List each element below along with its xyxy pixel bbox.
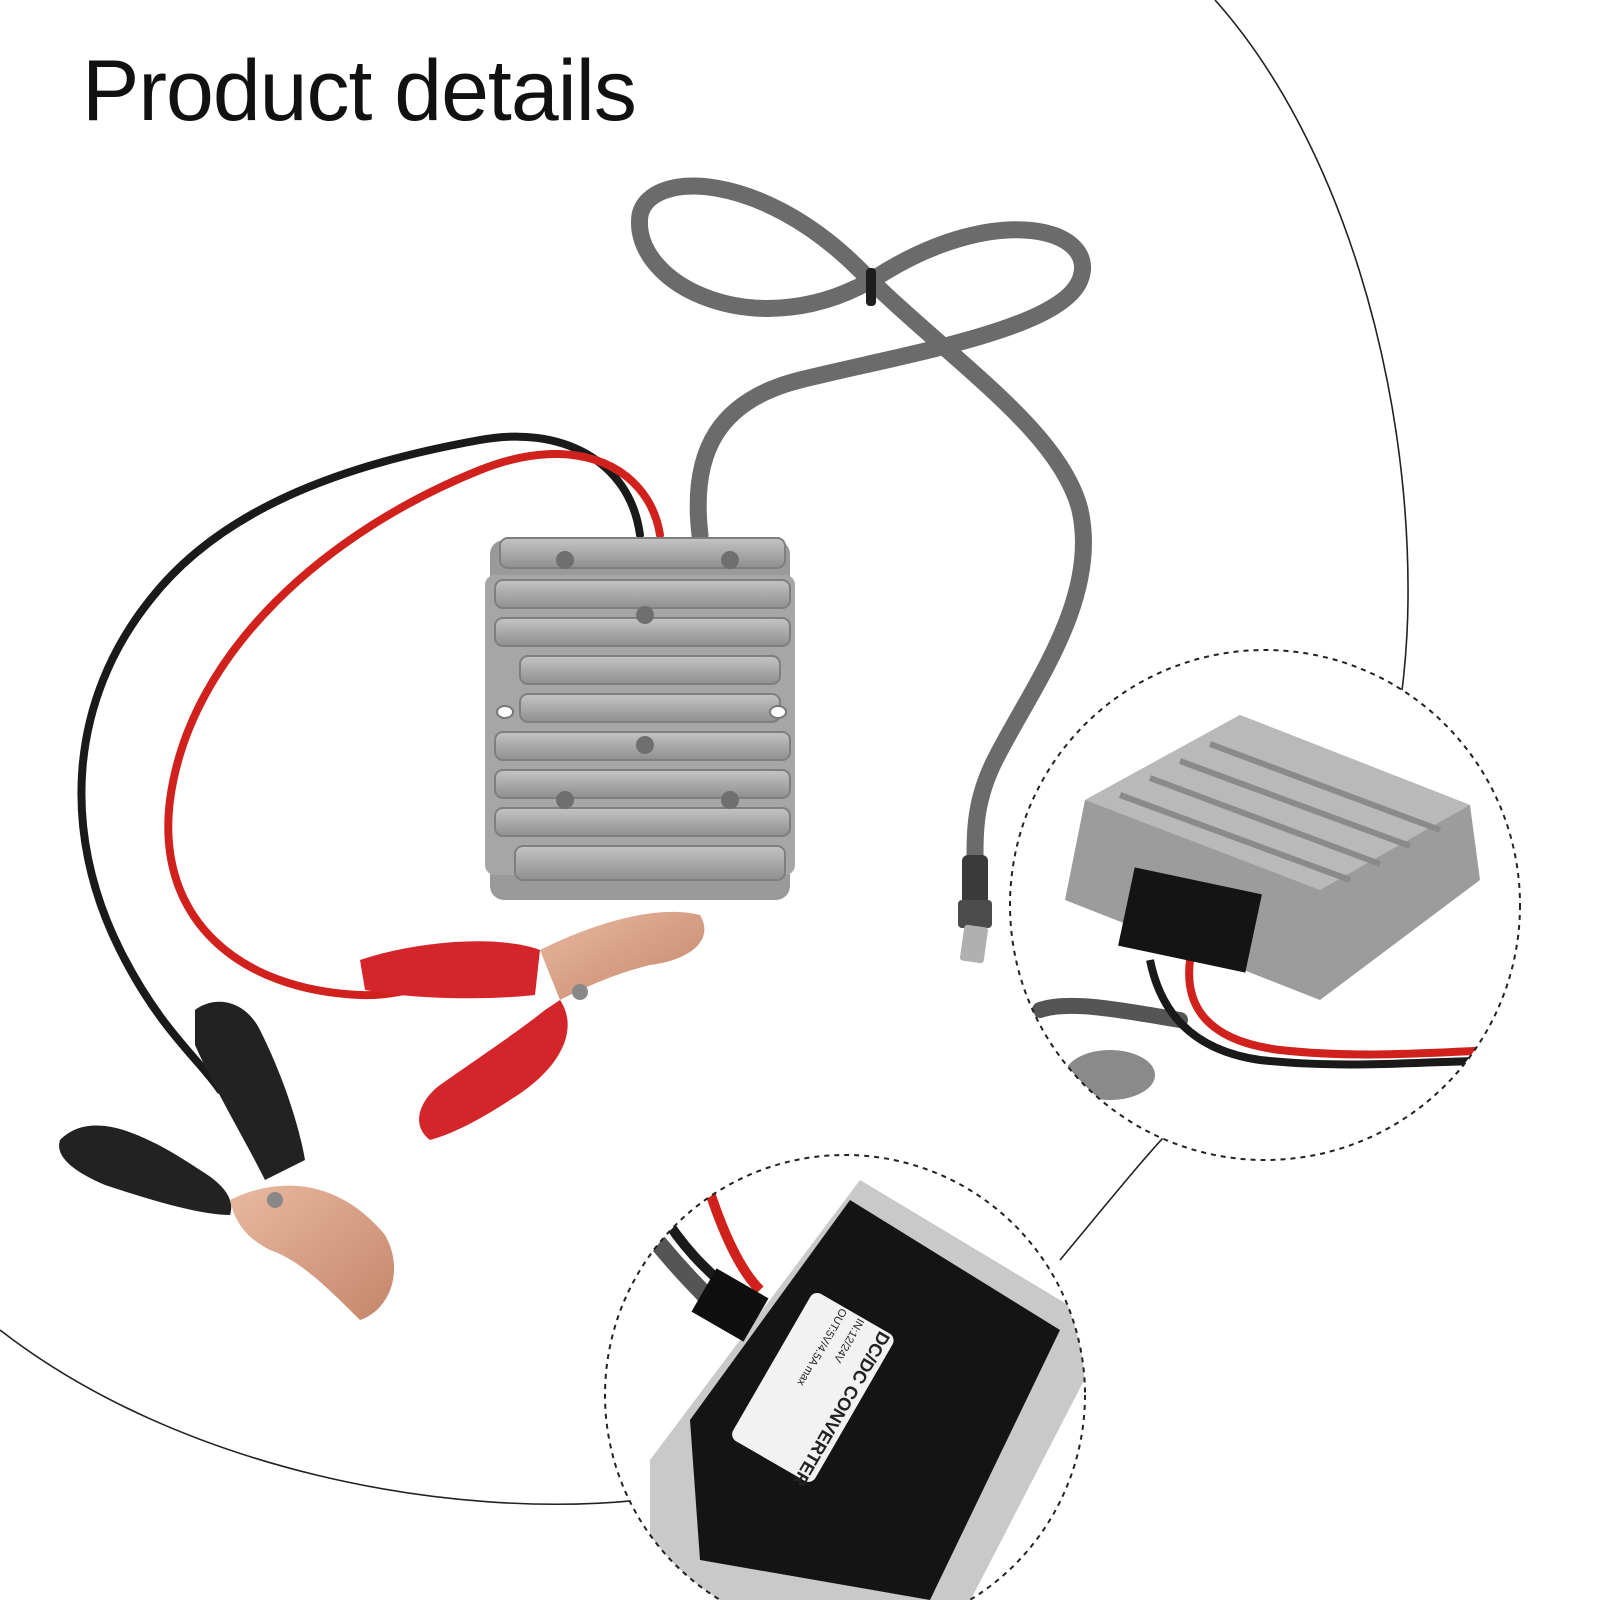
black-alligator-clip-icon	[59, 1001, 395, 1320]
converter-housing	[485, 537, 795, 900]
background-arc-bottom	[0, 1329, 641, 1506]
background-arc-connector	[1059, 1119, 1181, 1261]
page-title: Product details	[82, 43, 637, 139]
mounting-hole	[769, 705, 787, 719]
dc-barrel-plug-icon	[958, 855, 992, 964]
heatsink-fins	[494, 537, 791, 881]
mounting-hole	[496, 705, 514, 719]
red-alligator-clip-icon	[360, 911, 705, 1140]
black-wire	[77, 432, 644, 1094]
housing-screws	[556, 551, 739, 809]
inset-border	[1009, 649, 1521, 1161]
cable-tie-icon	[866, 268, 876, 306]
output-cable	[631, 177, 1093, 869]
detail-inset-label-view	[605, 1155, 1085, 1600]
detail-inset-side-view	[1010, 650, 1520, 1160]
inset-border	[604, 1154, 1086, 1600]
red-wire	[164, 450, 664, 1000]
